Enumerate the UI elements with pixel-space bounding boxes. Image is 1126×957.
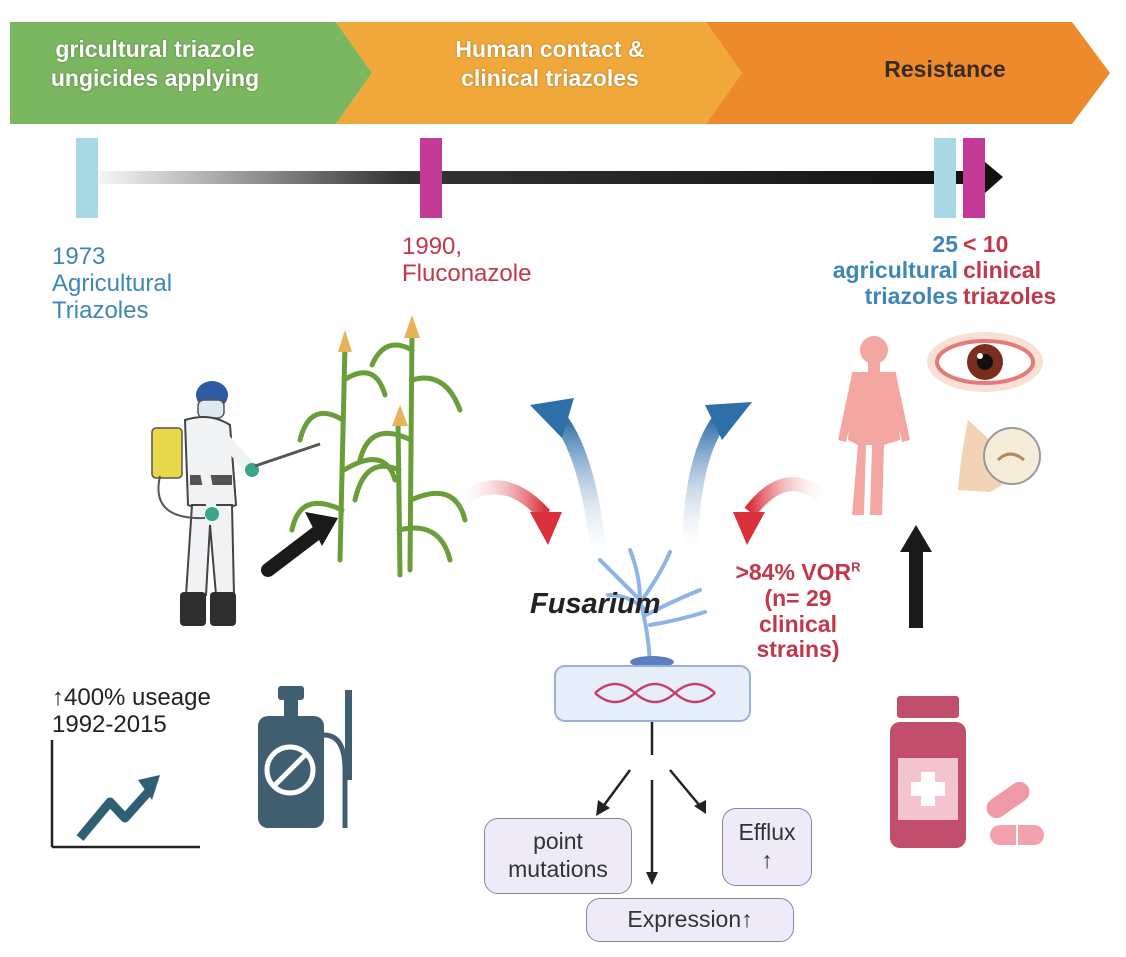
usage-growth-chart-icon [50, 740, 200, 849]
banner-stage-human-contact [336, 22, 742, 124]
banner-stage1-text: gricultural triazole ungicides applying [10, 35, 300, 93]
medicine-bottle-icon [890, 696, 966, 848]
label-clin-line2: triazoles [963, 282, 1057, 309]
timeline-arrowhead [985, 162, 1003, 193]
marker-1973 [76, 138, 98, 218]
resistance-line4: strains) [756, 636, 840, 663]
resistance-line1-sup: R [851, 559, 861, 575]
point-line1: point [533, 828, 583, 855]
resistance-line2: (n= 29 [764, 584, 832, 611]
label-1973-year: 1973 [52, 243, 106, 270]
marker-clinical-count [963, 138, 985, 218]
banner-stage-resistance [706, 22, 1110, 124]
dna-box [554, 665, 751, 722]
label-agri-count: 25 [932, 231, 958, 257]
banner-stage1-line2: ungicides applying [50, 64, 260, 91]
sprayer-tank-icon [258, 686, 352, 828]
banner-stage1-line1: gricultural triazole [55, 36, 255, 62]
label-agri-line1: agricultural [832, 256, 958, 283]
label-1973-line1: Agricultural [52, 269, 173, 297]
point-line2: mutations [508, 856, 608, 882]
blue-arrow-right [682, 402, 752, 561]
fusarium-label: Fusarium [530, 588, 661, 620]
blue-arrow-left [530, 398, 608, 566]
label-1990-name: Fluconazole [402, 259, 532, 287]
arrow-to-efflux [669, 769, 706, 814]
label-agricultural-count: 25 agricultural triazoles [832, 231, 958, 309]
eye-icon [927, 332, 1043, 392]
point-mutations-box: point mutations [484, 818, 632, 894]
arrow-to-expression [646, 780, 658, 885]
resistance-line1-text: >84% VOR [735, 559, 852, 585]
efflux-line2: ↑ [761, 847, 773, 873]
label-clin-line1: clinical [963, 256, 1041, 283]
label-clinical-count: < 10 clinical triazoles [963, 231, 1057, 309]
usage-line1: ↑400% useage [52, 684, 211, 711]
efflux-line1: Efflux [738, 819, 796, 846]
label-1973-line2: Triazoles [52, 296, 149, 324]
corn-plants-icon [289, 327, 468, 578]
label-agri-line2: triazoles [864, 282, 958, 309]
arrow-worker-to-plants [261, 512, 338, 577]
arrow-to-point-mutations [596, 769, 632, 816]
banner-stage3-text: Resistance [884, 56, 1006, 82]
label-1990-year: 1990, [402, 233, 463, 260]
efflux-box: Efflux ↑ [722, 808, 812, 886]
resistance-stats: >84% VORR (n= 29 clinical strains) [728, 559, 868, 663]
banner-stage2-text: Human contact & clinical triazoles [400, 35, 700, 93]
banner-stage-agricultural [10, 22, 372, 124]
red-arrow-right [733, 477, 836, 545]
resistance-line1: >84% VORR [728, 559, 868, 586]
fusarium-fungus-icon [598, 548, 707, 664]
worker-spraying-icon [151, 381, 321, 626]
banner-stage2-line1: Human contact & [455, 36, 645, 62]
arrow-medicine-to-human [900, 525, 932, 628]
foot-icon [958, 420, 1041, 492]
expression-box: Expression↑ [586, 898, 794, 942]
pills-icon [986, 781, 1044, 845]
banner-stage2-line2: clinical triazoles [461, 64, 639, 91]
human-body-icon [838, 336, 910, 515]
usage-text: ↑400% useage 1992-2015 [52, 684, 211, 739]
corn-tassels-icon [338, 315, 420, 426]
resistance-line3: clinical [759, 610, 837, 637]
usage-line2: 1992-2015 [52, 710, 167, 738]
marker-1990 [420, 138, 442, 218]
marker-agricultural-count [934, 138, 956, 218]
red-arrow-left [450, 480, 562, 545]
label-1990: 1990, Fluconazole [402, 233, 532, 288]
timeline-bar [86, 171, 986, 184]
dna-icon [594, 682, 716, 704]
label-1973: 1973 Agricultural Triazoles [52, 243, 173, 325]
label-clin-count: < 10 [963, 231, 1009, 257]
